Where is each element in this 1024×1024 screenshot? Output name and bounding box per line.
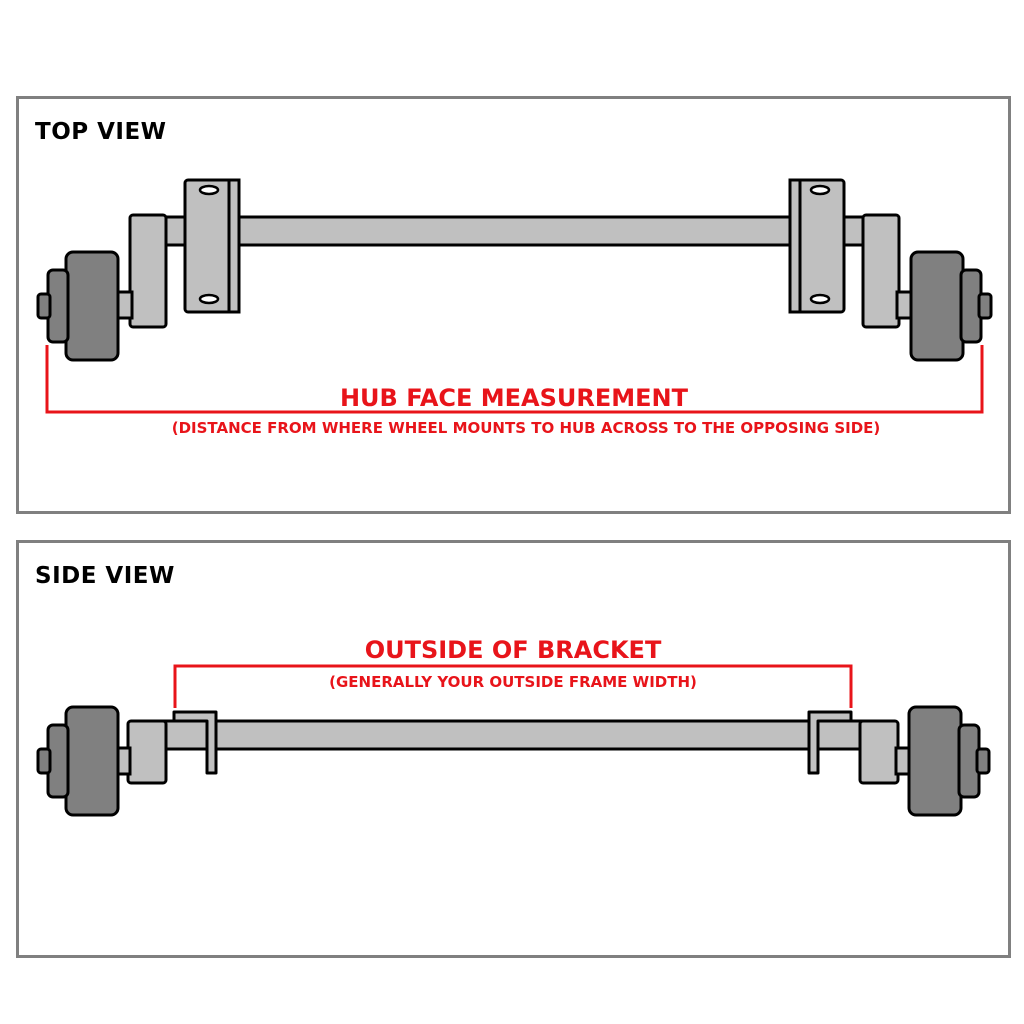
top-left-bracket-flange bbox=[227, 178, 241, 314]
side-left-hub bbox=[126, 719, 168, 785]
top-right-bracket-flange bbox=[788, 178, 802, 314]
top-axle-tube bbox=[158, 215, 866, 247]
hub-face-measurement-note: (DISTANCE FROM WHERE WHEEL MOUNTS TO HUB… bbox=[172, 419, 881, 437]
top-left-bracket-slot-upper bbox=[198, 184, 220, 196]
side-left-bracket bbox=[172, 710, 218, 775]
top-right-wheel bbox=[909, 250, 965, 362]
side-right-hub bbox=[858, 719, 900, 785]
outside-bracket-measurement-line bbox=[173, 664, 853, 708]
side-axle-assembly bbox=[36, 705, 991, 817]
side-right-bracket bbox=[807, 710, 853, 775]
side-view-title: SIDE VIEW bbox=[35, 563, 175, 589]
top-left-bracket-slot-lower bbox=[198, 293, 220, 305]
side-right-wheel bbox=[907, 705, 963, 817]
top-right-bracket-slot-lower bbox=[809, 293, 831, 305]
top-right-bracket-slot-upper bbox=[809, 184, 831, 196]
side-axle-tube bbox=[158, 719, 866, 751]
top-right-hub bbox=[861, 213, 901, 329]
outside-bracket-label: OUTSIDE OF BRACKET bbox=[365, 636, 662, 664]
side-left-wheel-nut bbox=[36, 747, 52, 775]
top-axle-assembly bbox=[36, 178, 993, 362]
hub-face-measurement-label: HUB FACE MEASUREMENT bbox=[340, 384, 689, 412]
hub-face-measurement-line bbox=[45, 345, 984, 414]
top-left-hub bbox=[128, 213, 168, 329]
side-right-wheel-nut bbox=[975, 747, 991, 775]
side-left-wheel bbox=[64, 705, 120, 817]
top-left-wheel-nut bbox=[36, 292, 52, 320]
outside-bracket-note: (GENERALLY YOUR OUTSIDE FRAME WIDTH) bbox=[329, 673, 697, 691]
top-right-wheel-nut bbox=[977, 292, 993, 320]
top-view-title: TOP VIEW bbox=[35, 119, 167, 145]
top-left-wheel bbox=[64, 250, 120, 362]
